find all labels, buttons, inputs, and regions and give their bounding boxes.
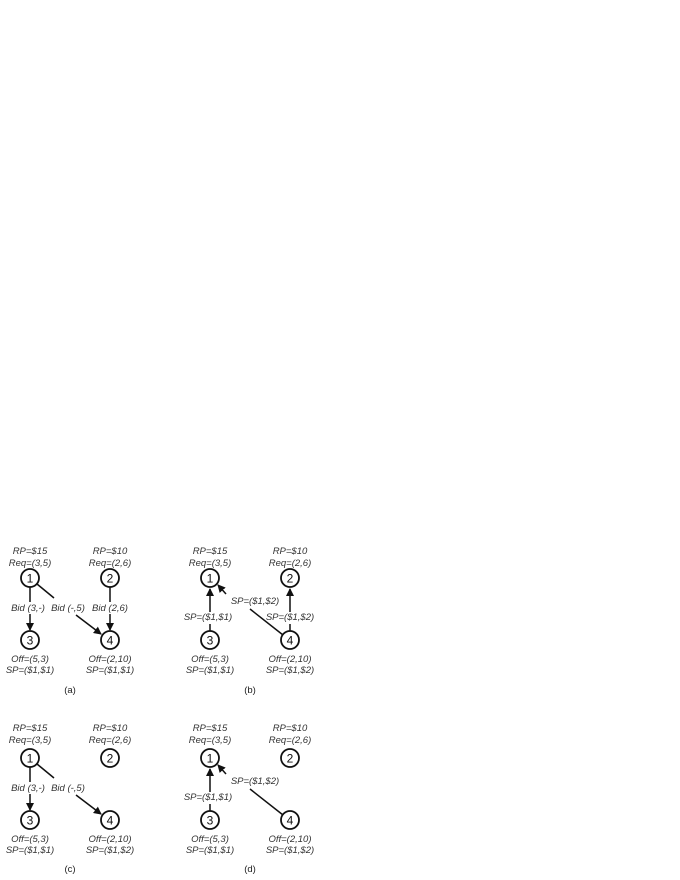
node-1: 1 <box>200 748 220 768</box>
edge-4-1-lower <box>249 608 284 636</box>
node-1-rp-label: RP=$15 <box>193 723 228 734</box>
edge-1-4-arrow <box>75 614 102 635</box>
node-4-number: 4 <box>107 814 114 828</box>
panel-b-caption: (b) <box>244 685 256 696</box>
node-4-offer-label: Off=(2,10) <box>88 834 131 845</box>
node-2: 2 <box>100 748 120 768</box>
node-4-sp-label: SP=($1,$2) <box>266 665 314 676</box>
node-2-req-label: Req=(2,6) <box>89 735 132 746</box>
edge-1-4-upper <box>36 583 55 599</box>
node-2-rp-label: RP=$10 <box>93 723 128 734</box>
edge-1-3-label: Bid (3,-) <box>11 603 45 614</box>
panel-a-caption: (a) <box>64 685 76 696</box>
node-1-rp-label: RP=$15 <box>13 723 48 734</box>
node-1-number: 1 <box>207 752 214 766</box>
node-4-offer-label: Off=(2,10) <box>268 834 311 845</box>
node-1-number: 1 <box>207 572 214 586</box>
edge-1-4-upper <box>36 763 55 779</box>
node-1-number: 1 <box>27 752 34 766</box>
node-3-offer-label: Off=(5,3) <box>191 654 229 665</box>
node-1-number: 1 <box>27 572 34 586</box>
edge-4-2-label: SP=($1,$2) <box>266 612 314 623</box>
node-3-sp-label: SP=($1,$1) <box>186 665 234 676</box>
edge-4-1-label: SP=($1,$2) <box>231 596 279 607</box>
edge-1-3-label: Bid (3,-) <box>11 783 45 794</box>
node-4: 4 <box>100 810 120 830</box>
node-3-number: 3 <box>27 814 34 828</box>
node-2-number: 2 <box>287 752 294 766</box>
node-4: 4 <box>100 630 120 650</box>
node-3-sp-label: SP=($1,$1) <box>186 845 234 856</box>
node-2-req-label: Req=(2,6) <box>269 558 312 569</box>
node-4: 4 <box>280 810 300 830</box>
node-4-number: 4 <box>107 634 114 648</box>
node-1: 1 <box>200 568 220 588</box>
node-3: 3 <box>200 630 220 650</box>
node-4: 4 <box>280 630 300 650</box>
node-2-number: 2 <box>287 572 294 586</box>
node-2-rp-label: RP=$10 <box>273 723 308 734</box>
node-4-number: 4 <box>287 814 294 828</box>
node-3-number: 3 <box>207 634 214 648</box>
edge-1-4-arrow <box>75 794 102 815</box>
node-1: 1 <box>20 748 40 768</box>
node-3-sp-label: SP=($1,$1) <box>6 665 54 676</box>
node-3: 3 <box>200 810 220 830</box>
edge-1-4-label: Bid (-,5) <box>51 603 85 614</box>
edge-3-1-label: SP=($1,$1) <box>184 792 232 803</box>
node-2-number: 2 <box>107 752 114 766</box>
node-3: 3 <box>20 630 40 650</box>
edge-1-4-label: Bid (-,5) <box>51 783 85 794</box>
node-2-number: 2 <box>107 572 114 586</box>
node-3-sp-label: SP=($1,$1) <box>6 845 54 856</box>
node-3-offer-label: Off=(5,3) <box>11 654 49 665</box>
edge-4-1-arrow <box>217 584 227 595</box>
node-2-req-label: Req=(2,6) <box>89 558 132 569</box>
node-4-offer-label: Off=(2,10) <box>88 654 131 665</box>
node-2: 2 <box>280 748 300 768</box>
node-3-offer-label: Off=(5,3) <box>191 834 229 845</box>
node-4-sp-label: SP=($1,$2) <box>86 845 134 856</box>
node-3-number: 3 <box>207 814 214 828</box>
edge-4-1-label: SP=($1,$2) <box>231 776 279 787</box>
node-1-req-label: Req=(3,5) <box>9 735 52 746</box>
node-2-rp-label: RP=$10 <box>273 546 308 557</box>
panel-d: RP=$15 Req=(3,5) RP=$10 Req=(2,6) SP=($1… <box>184 723 314 875</box>
panel-b: RP=$15 Req=(3,5) RP=$10 Req=(2,6) SP=($1… <box>184 546 314 696</box>
node-2: 2 <box>280 568 300 588</box>
node-2-rp-label: RP=$10 <box>93 546 128 557</box>
node-1-req-label: Req=(3,5) <box>189 735 232 746</box>
node-1: 1 <box>20 568 40 588</box>
panel-c: RP=$15 Req=(3,5) RP=$10 Req=(2,6) Bid (3… <box>6 723 134 875</box>
node-1-rp-label: RP=$15 <box>13 546 48 557</box>
node-2: 2 <box>100 568 120 588</box>
edge-4-1-lower <box>249 788 284 816</box>
node-4-sp-label: SP=($1,$1) <box>86 665 134 676</box>
panel-a: RP=$15 Req=(3,5) RP=$10 Req=(2,6) Bid (3… <box>6 546 134 696</box>
edge-3-1-label: SP=($1,$1) <box>184 612 232 623</box>
node-4-offer-label: Off=(2,10) <box>268 654 311 665</box>
panel-c-caption: (c) <box>64 864 75 875</box>
edge-4-1-arrow <box>217 764 227 775</box>
node-3-number: 3 <box>27 634 34 648</box>
node-1-rp-label: RP=$15 <box>193 546 228 557</box>
node-4-number: 4 <box>287 634 294 648</box>
node-2-req-label: Req=(2,6) <box>269 735 312 746</box>
node-1-req-label: Req=(3,5) <box>189 558 232 569</box>
edge-2-4-label: Bid (2,6) <box>92 603 128 614</box>
node-3-offer-label: Off=(5,3) <box>11 834 49 845</box>
panel-d-caption: (d) <box>244 864 256 875</box>
node-1-req-label: Req=(3,5) <box>9 558 52 569</box>
node-4-sp-label: SP=($1,$2) <box>266 845 314 856</box>
node-3: 3 <box>20 810 40 830</box>
